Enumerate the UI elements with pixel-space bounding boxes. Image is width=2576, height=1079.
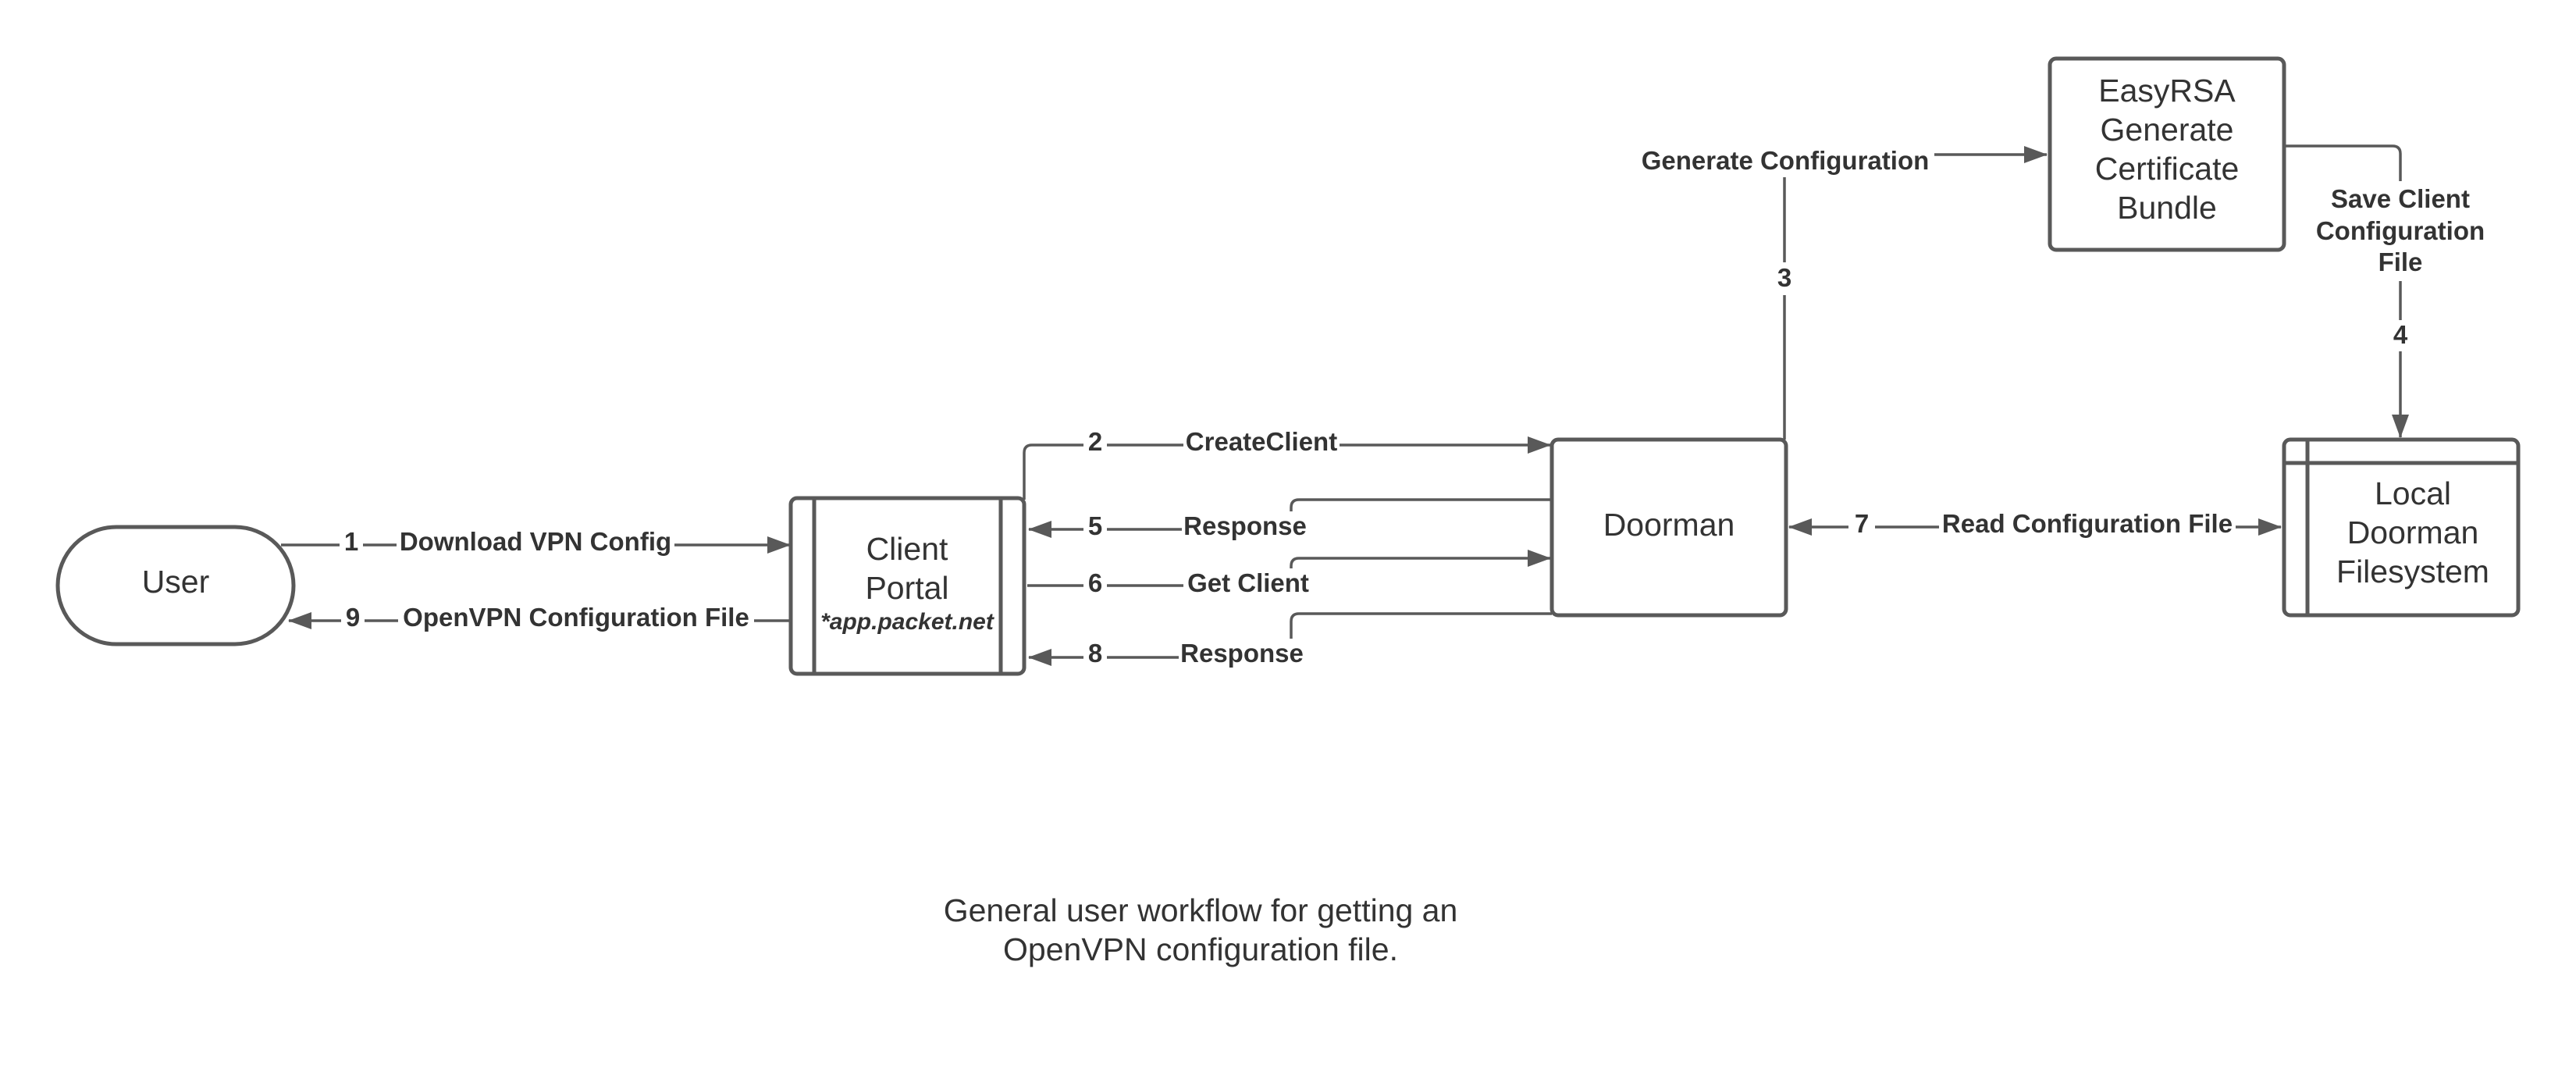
edge-label: OpenVPN Configuration File xyxy=(403,603,749,632)
node-easyrsa: EasyRSA Generate Certificate Bundle xyxy=(2048,56,2286,252)
diagram-caption: General user workflow for getting an Ope… xyxy=(944,892,1458,967)
node-user: User xyxy=(55,525,296,646)
edge-step-number: 6 xyxy=(1088,568,1102,597)
node-label-line: Filesystem xyxy=(2336,554,2489,589)
edge-label: Read Configuration File xyxy=(1942,509,2233,538)
node-label: Doorman xyxy=(1603,507,1735,543)
edge-label-line: Save Client xyxy=(2331,184,2470,213)
edge-create-client: 2 CreateClient xyxy=(1023,427,1551,500)
edge-step-number: 7 xyxy=(1855,509,1869,538)
node-doorman: Doorman xyxy=(1550,437,1788,618)
edge-get-client: 6 Get Client xyxy=(1027,550,1551,600)
edge-save-client-configuration-file: Save Client Configuration File 4 xyxy=(2286,144,2489,438)
node-client-portal: Client Portal *app.packet.net xyxy=(788,496,1026,676)
edge-label: Response xyxy=(1180,639,1304,668)
edge-generate-configuration: Generate Configuration 3 xyxy=(1636,144,2048,440)
edge-label: Download VPN Config xyxy=(400,527,671,556)
edge-label: Get Client xyxy=(1187,568,1309,597)
edge-read-configuration-file: 7 Read Configuration File xyxy=(1788,509,2282,540)
edge-label-line: Configuration xyxy=(2316,216,2485,245)
node-subtitle: *app.packet.net xyxy=(820,609,995,635)
node-local-doorman-filesystem: Local Doorman Filesystem xyxy=(2282,437,2521,618)
edge-step-number: 1 xyxy=(344,527,358,556)
node-label-line: Client xyxy=(866,531,948,567)
edge-step-number: 5 xyxy=(1088,511,1102,540)
node-label: User xyxy=(142,564,210,600)
edge-step-number: 8 xyxy=(1088,639,1102,668)
edge-label: CreateClient xyxy=(1186,427,1337,456)
edge-label: Generate Configuration xyxy=(1642,146,1930,175)
node-label-line: Doorman xyxy=(2347,515,2479,550)
edge-response-get: 8 Response xyxy=(1028,612,1552,670)
edge-download-vpn-config: 1 Download VPN Config xyxy=(281,527,791,558)
edge-response-create: 5 Response xyxy=(1028,498,1552,543)
edge-label: Response xyxy=(1183,511,1307,540)
node-label-line: EasyRSA xyxy=(2098,73,2236,109)
node-label-line: Local xyxy=(2375,475,2451,511)
node-label-line: Certificate xyxy=(2095,151,2240,187)
node-label-line: Bundle xyxy=(2117,190,2217,226)
caption-line: OpenVPN configuration file. xyxy=(1003,931,1398,967)
caption-line: General user workflow for getting an xyxy=(944,892,1458,928)
node-label-line: Portal xyxy=(865,570,948,606)
edge-step-number: 3 xyxy=(1777,263,1791,292)
edge-step-number: 4 xyxy=(2393,320,2408,349)
edge-step-number: 9 xyxy=(346,603,360,632)
edge-openvpn-configuration-file: 9 OpenVPN Configuration File xyxy=(288,603,790,634)
edge-step-number: 2 xyxy=(1088,427,1102,456)
edge-label-line: File xyxy=(2379,247,2423,276)
node-label-line: Generate xyxy=(2101,112,2234,148)
